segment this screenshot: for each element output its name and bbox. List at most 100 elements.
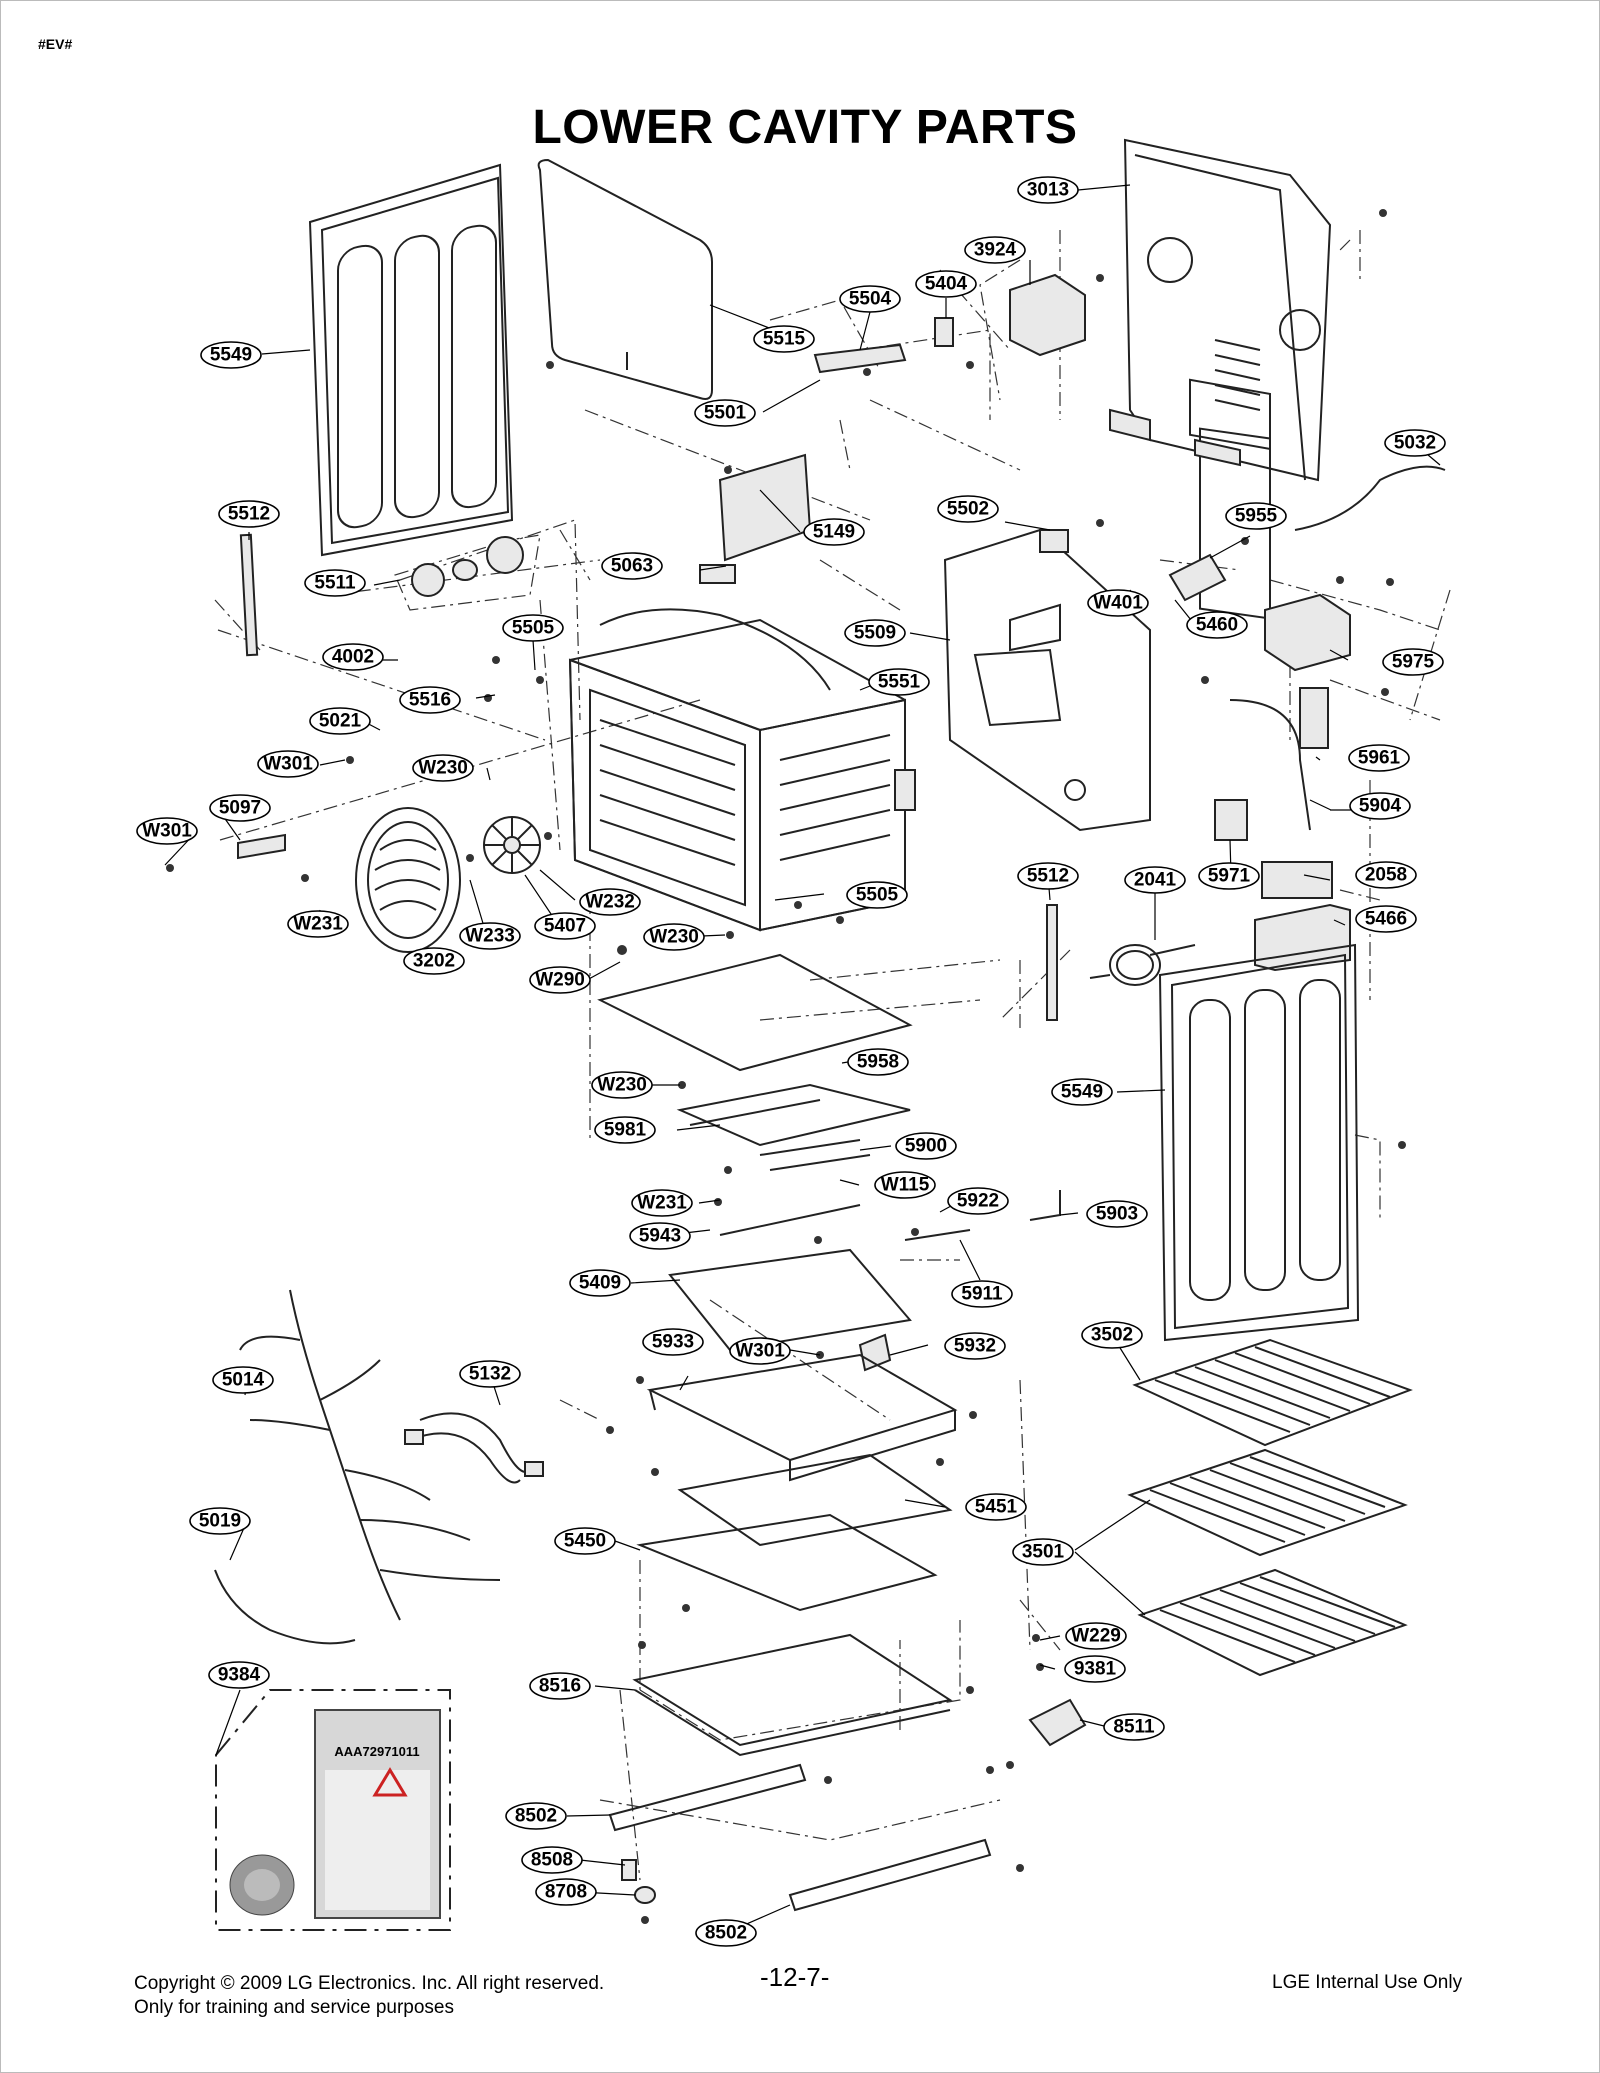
svg-text:2041: 2041 — [1134, 870, 1177, 891]
svg-text:5933: 5933 — [652, 1332, 694, 1353]
svg-text:W401: W401 — [1093, 593, 1143, 614]
callout-W231-b: W231 — [631, 1189, 693, 1217]
callout-W301-a: W301 — [257, 750, 319, 778]
callout-2058: 2058 — [1355, 861, 1417, 889]
svg-text:3502: 3502 — [1091, 1325, 1133, 1346]
svg-text:W115: W115 — [881, 1175, 930, 1196]
callout-5505-upper: 5505 — [502, 614, 564, 642]
svg-text:3924: 3924 — [974, 240, 1017, 261]
fan-blade-5407 — [483, 816, 541, 874]
rack-3502 — [1132, 1338, 1413, 1447]
svg-text:9384: 9384 — [218, 1665, 261, 1686]
svg-text:8516: 8516 — [539, 1676, 581, 1697]
svg-text:5943: 5943 — [639, 1226, 681, 1247]
bracket-5466 — [1254, 903, 1351, 972]
rail-8502-upper — [608, 1763, 807, 1832]
svg-text:8511: 8511 — [1113, 1717, 1155, 1738]
svg-text:5958: 5958 — [857, 1052, 899, 1073]
bracket-8511 — [1028, 1698, 1087, 1747]
callout-3202: 3202 — [403, 947, 465, 975]
callout-8708: 8708 — [535, 1878, 597, 1906]
switch-5404 — [934, 317, 954, 347]
callout-5501: 5501 — [694, 399, 756, 427]
svg-text:5149: 5149 — [813, 522, 855, 543]
callout-5904: 5904 — [1349, 792, 1411, 820]
callout-5961: 5961 — [1348, 744, 1410, 772]
svg-text:5509: 5509 — [854, 623, 896, 644]
frame-5933 — [646, 1353, 958, 1482]
internal-panel-5509 — [943, 528, 1151, 832]
callout-5900: 5900 — [895, 1132, 957, 1160]
callout-5981: 5981 — [594, 1116, 656, 1144]
callout-5933: 5933 — [642, 1328, 704, 1356]
lamp-assembly-5511 — [394, 534, 541, 611]
svg-text:5021: 5021 — [319, 711, 362, 732]
bracket-5097 — [237, 833, 286, 860]
svg-text:8708: 8708 — [545, 1882, 587, 1903]
callout-5466: 5466 — [1355, 905, 1417, 933]
side-panel-left-5549 — [308, 163, 514, 557]
callout-5450: 5450 — [554, 1527, 616, 1555]
svg-text:8508: 8508 — [531, 1850, 573, 1871]
svg-text:3501: 3501 — [1022, 1542, 1065, 1563]
callout-5515: 5515 — [753, 325, 815, 353]
latch-5063 — [699, 564, 736, 584]
plate-5958 — [597, 953, 913, 1072]
svg-text:5451: 5451 — [975, 1497, 1018, 1518]
callout-5975: 5975 — [1382, 648, 1444, 676]
tube-5943 — [719, 1204, 861, 1236]
callout-8502-lower: 8502 — [695, 1919, 757, 1947]
callout-5971: 5971 — [1198, 862, 1260, 890]
svg-text:5132: 5132 — [469, 1364, 511, 1385]
callout-3501: 3501 — [1012, 1538, 1074, 1566]
svg-text:W233: W233 — [465, 926, 515, 947]
callout-5903: 5903 — [1086, 1200, 1148, 1228]
callout-W115: W115 — [874, 1171, 936, 1199]
callout-5019: 5019 — [189, 1507, 251, 1535]
callout-W301-b: W301 — [136, 817, 198, 845]
svg-text:5981: 5981 — [604, 1120, 647, 1141]
callout-5097: 5097 — [209, 794, 271, 822]
callout-9381: 9381 — [1064, 1655, 1126, 1683]
callout-5932: 5932 — [944, 1332, 1006, 1360]
footer-copyright: Copyright © 2009 LG Electronics. Inc. Al… — [134, 1972, 604, 2020]
svg-text:W230: W230 — [649, 927, 699, 948]
callout-5512-left: 5512 — [218, 500, 280, 528]
callout-W229: W229 — [1065, 1622, 1127, 1650]
callout-5943: 5943 — [629, 1222, 691, 1250]
svg-text:5900: 5900 — [905, 1136, 947, 1157]
callout-8508: 8508 — [521, 1846, 583, 1874]
svg-text:5903: 5903 — [1096, 1204, 1138, 1225]
svg-text:W301: W301 — [735, 1341, 785, 1362]
wire-harness-5019 — [214, 1569, 356, 1645]
wire-5032 — [1294, 465, 1446, 531]
svg-text:4002: 4002 — [332, 647, 374, 668]
terminal-block-5971 — [1214, 799, 1248, 841]
callout-8502-upper: 8502 — [505, 1802, 567, 1830]
svg-text:5516: 5516 — [409, 690, 451, 711]
callout-5504: 5504 — [839, 285, 901, 313]
bracket-5975 — [1264, 593, 1351, 672]
callout-5014: 5014 — [212, 1366, 274, 1394]
svg-text:W290: W290 — [535, 970, 585, 991]
callout-5407: 5407 — [534, 912, 596, 940]
side-panel-right-5549 — [1158, 943, 1360, 1342]
component-5961 — [1299, 687, 1329, 749]
svg-text:5551: 5551 — [878, 672, 921, 693]
callout-W290: W290 — [529, 966, 591, 994]
box-3924 — [1009, 273, 1086, 357]
callout-W401: W401 — [1087, 589, 1149, 617]
svg-text:W230: W230 — [597, 1075, 647, 1096]
svg-text:W229: W229 — [1071, 1626, 1121, 1647]
svg-text:W232: W232 — [585, 892, 635, 913]
svg-text:5971: 5971 — [1208, 866, 1251, 887]
svg-text:5032: 5032 — [1394, 433, 1436, 454]
svg-text:8502: 8502 — [515, 1806, 557, 1827]
callout-W232: W232 — [579, 888, 641, 916]
page-title: LOWER CAVITY PARTS — [532, 101, 1078, 154]
training-note: Only for training and service purposes — [134, 1997, 454, 2018]
page-number: -12-7- — [760, 1962, 830, 1992]
foot-8708 — [634, 1886, 656, 1904]
copyright-text: Copyright © 2009 LG Electronics. Inc. Al… — [134, 1973, 605, 1994]
